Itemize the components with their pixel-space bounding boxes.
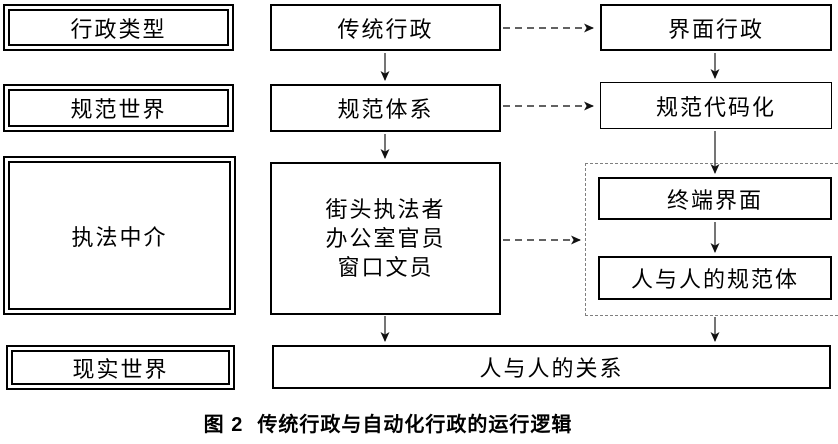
intermediary-office-official-text: 办公室官员 xyxy=(325,225,446,251)
row-label-real-world: 现实世界 xyxy=(6,345,235,390)
node-enforcement-intermediaries: 街头执法者 办公室官员 窗口文员 xyxy=(270,162,501,315)
figure-caption-title: 传统行政与自动化行政的运行逻辑 xyxy=(257,414,573,436)
node-interface-admin: 界面行政 xyxy=(600,4,832,51)
automated-output-dashed-group xyxy=(585,163,838,316)
row-label-enforcement-intermediary: 执法中介 xyxy=(3,156,236,315)
node-human-relations-text: 人与人的关系 xyxy=(479,356,624,381)
node-interface-admin-text: 界面行政 xyxy=(667,16,764,42)
node-human-relations: 人与人的关系 xyxy=(272,345,831,389)
row-label-admin-type: 行政类型 xyxy=(3,4,234,51)
node-terminal-interface-text: 终端界面 xyxy=(666,187,763,213)
figure-caption: 图 2 传统行政与自动化行政的运行逻辑 xyxy=(204,408,573,437)
figure-caption-number: 图 2 xyxy=(203,414,244,436)
row-label-norm-world-text: 规范世界 xyxy=(70,97,167,122)
row-label-admin-type-text: 行政类型 xyxy=(70,16,167,42)
node-traditional-admin-text: 传统行政 xyxy=(337,16,434,42)
node-human-norm-body: 人与人的规范体 xyxy=(598,256,832,300)
row-label-real-world-text: 现实世界 xyxy=(72,356,169,382)
node-terminal-interface: 终端界面 xyxy=(598,177,832,220)
node-norm-codification: 规范代码化 xyxy=(600,82,832,129)
row-label-norm-world: 规范世界 xyxy=(3,84,234,132)
node-norm-codification-text: 规范代码化 xyxy=(655,94,776,120)
node-norm-system-text: 规范体系 xyxy=(337,97,434,122)
node-human-norm-body-text: 人与人的规范体 xyxy=(630,267,799,292)
intermediary-window-clerk-text: 窗口文员 xyxy=(337,255,434,281)
node-traditional-admin: 传统行政 xyxy=(270,4,501,51)
intermediary-street-enforcer-text: 街头执法者 xyxy=(325,196,446,222)
node-norm-system: 规范体系 xyxy=(270,84,501,132)
row-label-enforcement-intermediary-text: 执法中介 xyxy=(71,224,168,250)
